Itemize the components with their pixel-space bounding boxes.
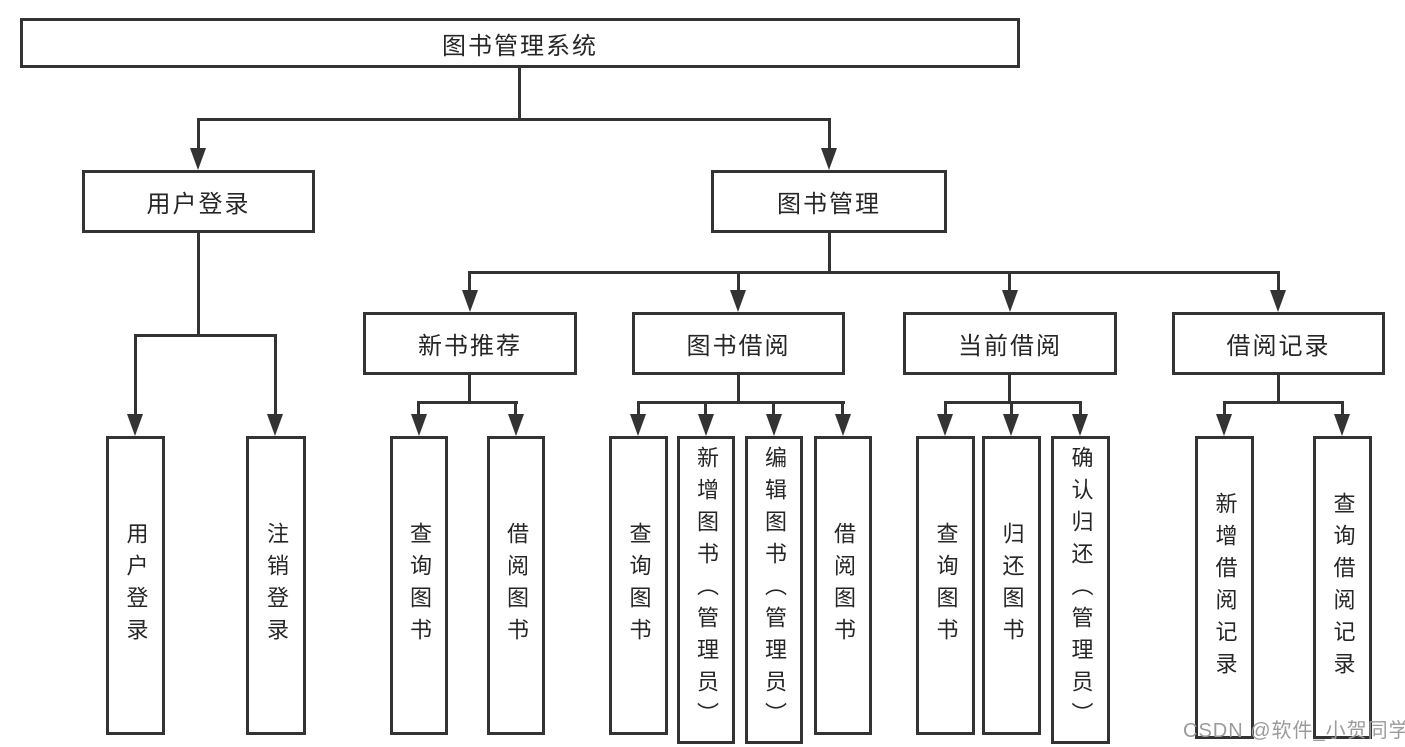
connector-book-borrow-bar bbox=[637, 401, 845, 404]
connector-book-borrow-stem bbox=[737, 375, 740, 404]
connector-drop-leaf bbox=[944, 404, 947, 416]
leaf-confirm-return-admin: 确认归还（管理员） bbox=[1051, 436, 1110, 744]
connector-drop-book-borrow bbox=[737, 274, 740, 292]
arrow-down-icon bbox=[1216, 414, 1232, 436]
leaf-label: 归还图书 bbox=[999, 521, 1025, 650]
arrow-down-icon bbox=[508, 414, 524, 436]
leaf-label: 新增图书（管理员） bbox=[694, 446, 719, 734]
connector-current-borrow-stem bbox=[1008, 375, 1011, 404]
arrow-down-icon bbox=[698, 414, 714, 436]
connector-drop-leaf bbox=[841, 404, 844, 416]
arrow-down-icon bbox=[1270, 290, 1286, 312]
connector-root-bar bbox=[197, 118, 831, 121]
node-borrow-record: 借阅记录 bbox=[1172, 312, 1385, 375]
connector-drop-leaf bbox=[274, 337, 277, 416]
leaf-borrow-books: 借阅图书 bbox=[487, 436, 545, 735]
connector-drop-current-borrow bbox=[1008, 274, 1011, 292]
arrow-down-icon bbox=[1072, 414, 1088, 436]
leaf-query-borrow-record: 查询借阅记录 bbox=[1313, 436, 1372, 739]
leaf-label: 查询图书 bbox=[933, 521, 959, 650]
arrow-down-icon bbox=[190, 148, 206, 170]
connector-book-mgmt-bar bbox=[468, 271, 1280, 274]
leaf-label: 查询借阅记录 bbox=[1330, 491, 1356, 684]
arrow-down-icon bbox=[127, 414, 143, 436]
csdn-watermark: CSDN @软件_小贺同学 bbox=[1183, 720, 1405, 742]
connector-drop-new-book bbox=[468, 274, 471, 292]
connector-drop-leaf bbox=[637, 404, 640, 416]
connector-drop-leaf bbox=[772, 404, 775, 416]
leaf-label: 注销登录 bbox=[264, 521, 289, 650]
connector-drop-leaf bbox=[134, 337, 137, 416]
arrow-down-icon bbox=[835, 414, 851, 436]
leaf-borrow-books: 借阅图书 bbox=[814, 436, 872, 735]
arrow-down-icon bbox=[766, 414, 782, 436]
connector-user-login-stem bbox=[197, 233, 200, 337]
arrow-down-icon bbox=[1002, 290, 1018, 312]
leaf-add-books-admin: 新增图书（管理员） bbox=[677, 436, 735, 744]
leaf-label: 借阅图书 bbox=[831, 521, 856, 650]
connector-borrow-record-stem bbox=[1277, 375, 1280, 404]
connector-new-book-stem bbox=[468, 375, 471, 404]
connector-drop-leaf bbox=[1341, 404, 1344, 416]
connector-root-stem bbox=[518, 68, 521, 120]
leaf-edit-books-admin: 编辑图书（管理员） bbox=[745, 436, 803, 744]
leaf-label: 用户登录 bbox=[123, 521, 149, 650]
leaf-user-login: 用户登录 bbox=[106, 436, 165, 735]
arrow-down-icon bbox=[1334, 414, 1350, 436]
node-book-management: 图书管理 bbox=[711, 170, 947, 233]
node-label: 借阅记录 bbox=[1226, 333, 1331, 360]
leaf-add-borrow-record: 新增借阅记录 bbox=[1195, 436, 1254, 739]
leaf-label: 借阅图书 bbox=[504, 521, 529, 650]
connector-book-mgmt-stem bbox=[828, 233, 831, 274]
leaf-label: 新增借阅记录 bbox=[1212, 491, 1238, 684]
node-label: 图书管理系统 bbox=[442, 32, 598, 60]
node-book-borrow: 图书借阅 bbox=[632, 312, 845, 375]
connector-drop-leaf bbox=[1010, 404, 1013, 416]
arrow-down-icon bbox=[937, 414, 953, 436]
node-label: 当前借阅 bbox=[958, 333, 1062, 360]
node-current-borrow: 当前借阅 bbox=[903, 312, 1117, 375]
arrow-down-icon bbox=[1003, 414, 1019, 436]
arrow-down-icon bbox=[411, 414, 427, 436]
node-label: 用户登录 bbox=[146, 191, 251, 218]
connector-drop-leaf bbox=[1079, 404, 1082, 416]
connector-drop-leaf bbox=[417, 404, 420, 416]
arrow-down-icon bbox=[821, 148, 837, 170]
connector-drop-user-login bbox=[197, 121, 200, 150]
leaf-query-books: 查询图书 bbox=[609, 436, 668, 735]
node-root-system: 图书管理系统 bbox=[20, 18, 1020, 68]
leaf-query-books: 查询图书 bbox=[390, 436, 448, 735]
leaf-return-books: 归还图书 bbox=[982, 436, 1041, 735]
connector-drop-leaf bbox=[704, 404, 707, 416]
arrow-down-icon bbox=[630, 414, 646, 436]
arrow-down-icon bbox=[462, 290, 478, 312]
leaf-query-books: 查询图书 bbox=[916, 436, 975, 735]
connector-user-login-bar bbox=[134, 334, 277, 337]
node-label: 新书推荐 bbox=[418, 333, 522, 360]
leaf-label: 查询图书 bbox=[626, 521, 652, 650]
node-new-book-recommend: 新书推荐 bbox=[363, 312, 577, 375]
leaf-logout: 注销登录 bbox=[246, 436, 306, 735]
connector-drop-book-mgmt bbox=[828, 121, 831, 150]
node-label: 图书借阅 bbox=[686, 333, 791, 360]
connector-borrow-record-bar bbox=[1223, 401, 1344, 404]
connector-current-borrow-bar bbox=[944, 401, 1082, 404]
connector-new-book-bar bbox=[417, 401, 518, 404]
leaf-label: 确认归还（管理员） bbox=[1068, 446, 1094, 734]
leaf-label: 编辑图书（管理员） bbox=[762, 446, 787, 734]
connector-drop-leaf bbox=[1223, 404, 1226, 416]
node-label: 图书管理 bbox=[777, 191, 881, 218]
arrow-down-icon bbox=[730, 290, 746, 312]
connector-drop-borrow-record bbox=[1277, 274, 1280, 292]
arrow-down-icon bbox=[267, 414, 283, 436]
connector-drop-leaf bbox=[514, 404, 517, 416]
node-user-login: 用户登录 bbox=[82, 170, 315, 233]
leaf-label: 查询图书 bbox=[407, 521, 432, 650]
